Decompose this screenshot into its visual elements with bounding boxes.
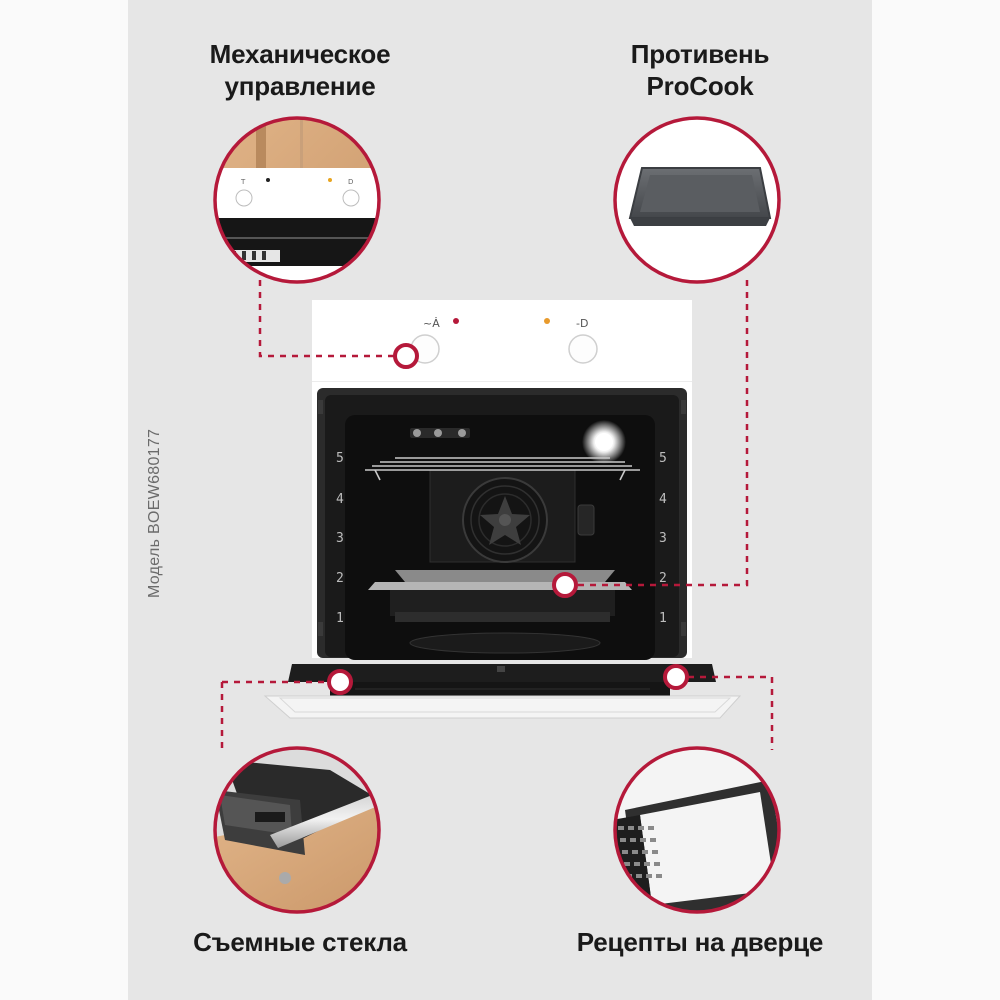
wire-rack — [365, 457, 640, 481]
rack-level-right-2: 2 — [659, 571, 667, 586]
temp-symbol-icon: -D — [576, 317, 588, 330]
caption-procook-tray: Противень ProCook — [570, 38, 830, 102]
zoom-circle-tray — [613, 116, 781, 284]
svg-text:T: T — [240, 178, 246, 186]
heat-indicator-icon — [544, 318, 550, 324]
hotspot-knob-icon — [393, 343, 419, 369]
hotspot-tray-icon — [552, 572, 578, 598]
rack-level-right-4: 4 — [659, 492, 667, 507]
hotspots — [327, 343, 689, 695]
rack-level-left-3: 3 — [336, 531, 344, 546]
caption-removable-glass: Съемные стекла — [193, 927, 407, 957]
oven-door — [263, 664, 742, 719]
left-margin — [0, 0, 128, 1000]
zoom-circle-recipes — [613, 746, 781, 914]
caption-line: управление — [224, 71, 376, 101]
control-panel — [312, 300, 692, 382]
caption-line: ProCook — [646, 71, 754, 101]
hotspot-recipes-icon — [663, 664, 689, 690]
connector-lines — [220, 280, 774, 750]
mode-symbol-icon: ~Ȧ — [423, 317, 440, 330]
zoom-circle-controls: T D — [213, 116, 381, 284]
baking-tray — [368, 570, 632, 622]
caption-mechanical-control: Механическое управление — [170, 38, 430, 102]
caption-line: Механическое — [209, 39, 391, 69]
hotspot-glass-icon — [327, 669, 353, 695]
right-margin — [872, 0, 1000, 1000]
power-indicator-icon — [453, 318, 459, 324]
rack-level-left-2: 2 — [336, 571, 344, 586]
caption-line: Противень — [630, 39, 770, 69]
door-handle-icon — [270, 790, 378, 848]
rack-level-right-5: 5 — [659, 451, 667, 466]
rack-level-right-1: 1 — [659, 611, 667, 626]
caption-door-recipes: Рецепты на дверце — [576, 927, 824, 957]
zoom-circle-glass — [213, 746, 381, 914]
model-label: Модель BOEW680177 — [146, 428, 163, 598]
rack-level-right-3: 3 — [659, 531, 667, 546]
temperature-knob-icon — [568, 334, 598, 364]
rack-level-left-5: 5 — [336, 451, 344, 466]
rack-level-left-1: 1 — [336, 611, 344, 626]
rack-level-left-4: 4 — [336, 492, 344, 507]
svg-text:D: D — [348, 178, 353, 186]
